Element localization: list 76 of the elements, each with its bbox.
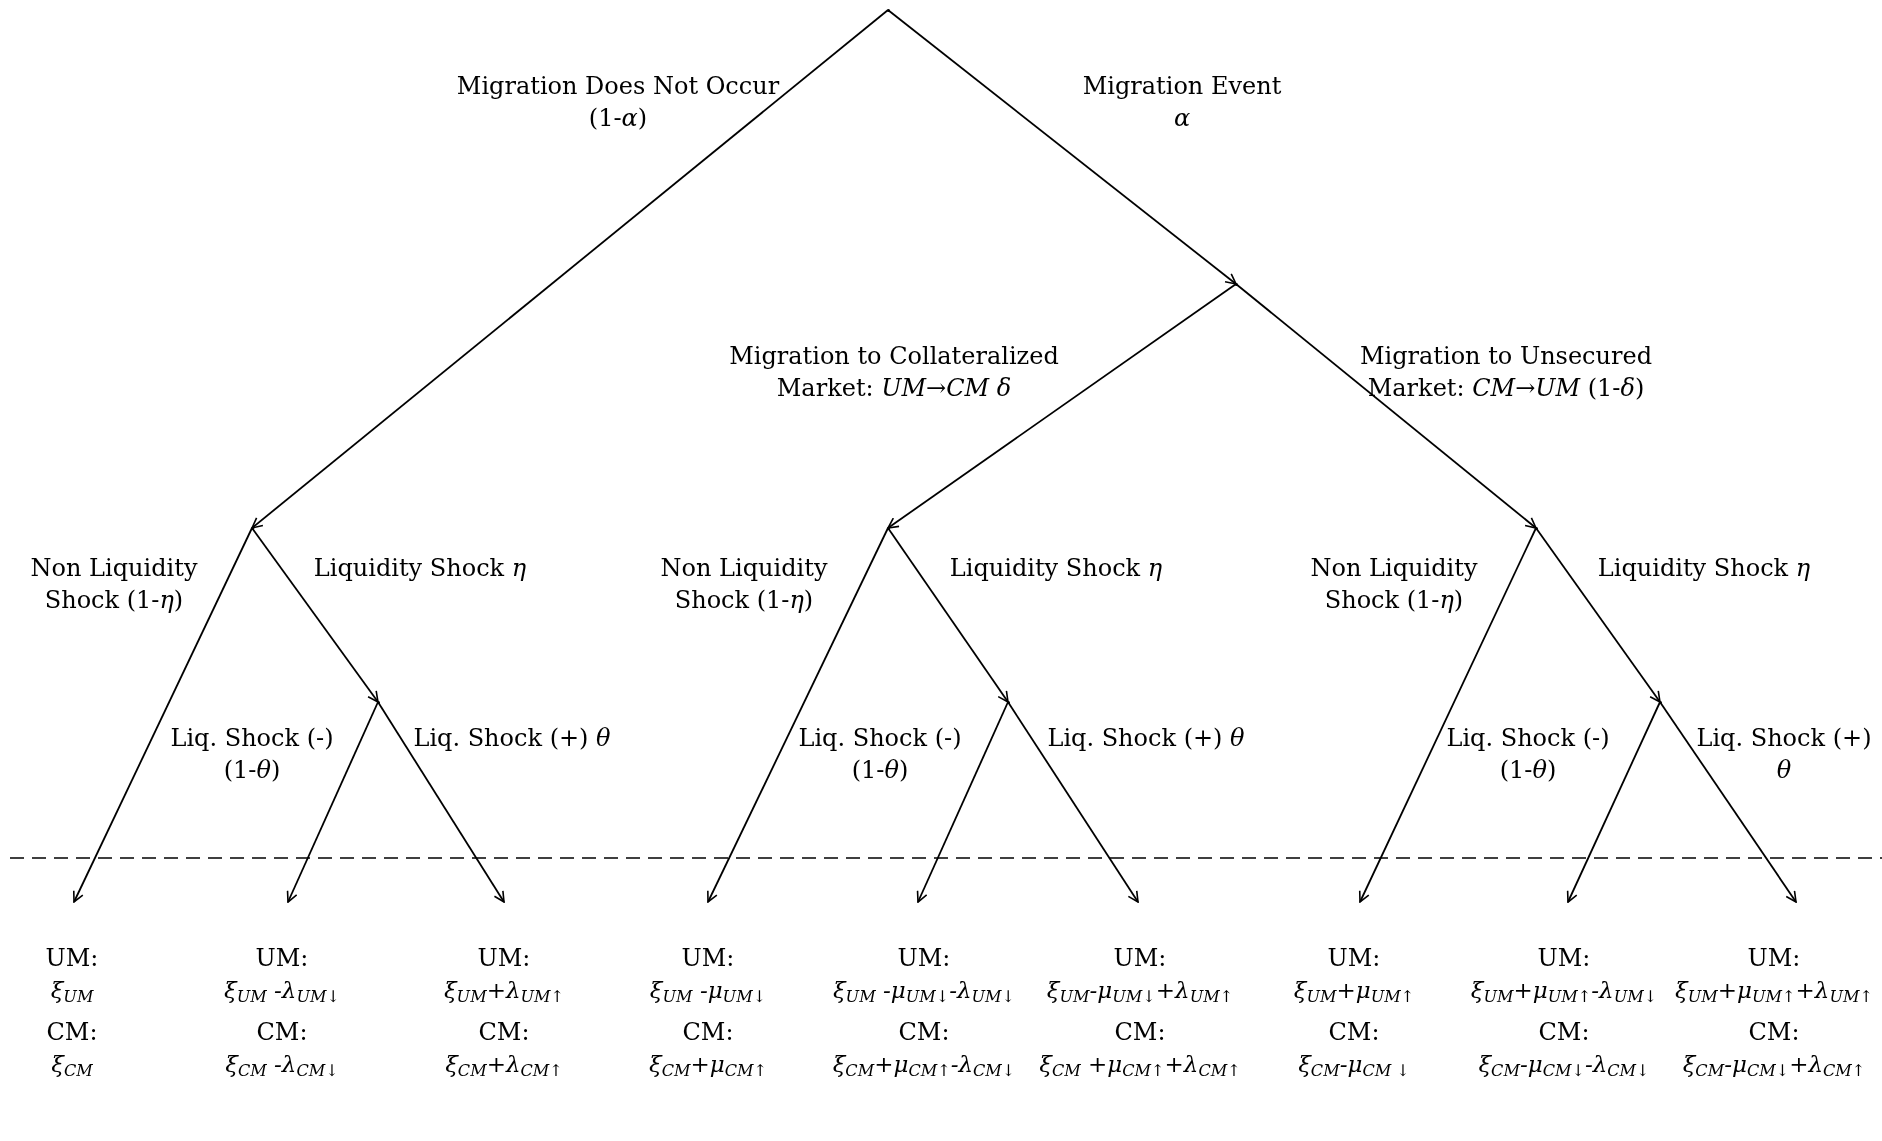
edge-label: Liquidity Shock η [312, 553, 528, 584]
arrow [73, 527, 253, 903]
edge-label: Non Liquidity Shock (1-η) [29, 553, 199, 616]
payoff-formula: ξ$_{UM}$+μ$_{UM↑}$+λ$_{UM↑}$ [1675, 976, 1873, 1006]
branch-point [376, 700, 380, 704]
edge-label: Liquidity Shock η [948, 553, 1164, 584]
payoff-formula: ξ$_{UM}$+μ$_{UM↑}$ [1293, 976, 1415, 1006]
branch-point [1006, 700, 1010, 704]
edge-label: Migration Does Not Occur (1-α) [455, 71, 781, 134]
branch-point [250, 526, 254, 530]
payoff-formula: ξ$_{CM}$ -λ$_{CM↓}$ [225, 1050, 339, 1080]
arrow [251, 527, 379, 703]
payoff-formula: ξ$_{UM}$ -μ$_{UM↓}$-λ$_{UM↓}$ [832, 976, 1016, 1006]
market-label: CM: [682, 1017, 734, 1048]
arrow [1007, 701, 1139, 903]
arrow [1358, 527, 1537, 903]
arrow [251, 9, 889, 529]
payoff-formula: ξ$_{UM}$ -μ$_{UM↓}$ [649, 976, 767, 1006]
branch-point [1234, 282, 1238, 286]
branch-point [1534, 526, 1538, 530]
edge-label: Liq. Shock (-) (1-θ) [1445, 723, 1611, 786]
payoff-formula: ξ$_{CM}$-μ$_{CM↓}$-λ$_{CM↓}$ [1478, 1050, 1650, 1080]
payoff-formula: ξ$_{CM}$-μ$_{CM ↓}$ [1298, 1050, 1410, 1080]
payoff-formula: ξ$_{UM}$ -λ$_{UM↓}$ [224, 976, 340, 1006]
edge-label: Non Liquidity Shock (1-η) [659, 553, 829, 616]
edge-label: Liq. Shock (+) θ [1046, 723, 1246, 754]
payoff-formula: ξ$_{UM}$+λ$_{UM↑}$ [443, 976, 565, 1006]
arrow [887, 527, 1009, 703]
arrow [1535, 527, 1661, 703]
arrow [1659, 701, 1797, 903]
market-label: CM: [46, 1017, 98, 1048]
arrow [916, 701, 1009, 903]
market-label: UM: [681, 943, 735, 974]
arrow [707, 527, 889, 903]
payoff-formula: ξ$_{CM}$+μ$_{CM↑}$ [649, 1050, 767, 1080]
payoff-formula: ξ$_{CM}$+λ$_{CM↑}$ [445, 1050, 563, 1080]
edge-label: Liq. Shock (+) θ [412, 723, 612, 754]
payoff-formula: ξ$_{CM}$+μ$_{CM↑}$-λ$_{CM↓}$ [832, 1050, 1016, 1080]
market-label: UM: [897, 943, 951, 974]
market-label: CM: [256, 1017, 308, 1048]
edge-label: Liq. Shock (-) (1-θ) [797, 723, 963, 786]
branch-point [886, 526, 890, 530]
market-label: CM: [1538, 1017, 1590, 1048]
branch-point [886, 8, 890, 12]
payoff-formula: ξ$_{UM}$+μ$_{UM↑}$-λ$_{UM↓}$ [1470, 976, 1658, 1006]
market-label: CM: [898, 1017, 950, 1048]
market-label: UM: [45, 943, 99, 974]
payoff-formula: ξ$_{CM}$-μ$_{CM↓}$+λ$_{CM↑}$ [1682, 1050, 1866, 1080]
arrow [286, 701, 379, 903]
market-label: UM: [255, 943, 309, 974]
edge-label: Migration to Collateralized Market: UM→CM δ [728, 341, 1060, 404]
payoff-formula: ξ$_{UM}$ [50, 976, 94, 1006]
payoff-formula: ξ$_{CM}$ [51, 1050, 93, 1080]
arrow [377, 701, 505, 903]
market-label: CM: [1328, 1017, 1380, 1048]
arrow [887, 9, 1237, 285]
arrow [1566, 701, 1661, 903]
market-label: UM: [477, 943, 531, 974]
market-label: UM: [1113, 943, 1167, 974]
arrow [887, 283, 1237, 529]
edge-label: Non Liquidity Shock (1-η) [1309, 553, 1479, 616]
market-label: CM: [1748, 1017, 1800, 1048]
edge-label: Migration Event α [1081, 71, 1283, 134]
payoff-formula: ξ$_{CM}$ +μ$_{CM↑}$+λ$_{CM↑}$ [1039, 1050, 1241, 1080]
edge-label: Liq. Shock (+) θ [1695, 723, 1873, 786]
edge-label: Migration to Unsecured Market: CM→UM (1-δ) [1358, 341, 1654, 404]
market-label: UM: [1537, 943, 1591, 974]
edge-label: Liq. Shock (-) (1-θ) [169, 723, 335, 786]
arrow [1235, 283, 1537, 529]
market-label: CM: [478, 1017, 530, 1048]
market-label: CM: [1114, 1017, 1166, 1048]
branch-point [1658, 700, 1662, 704]
payoff-formula: ξ$_{UM}$-μ$_{UM↓}$+λ$_{UM↑}$ [1046, 976, 1234, 1006]
market-label: UM: [1327, 943, 1381, 974]
edge-label: Liquidity Shock η [1596, 553, 1812, 584]
market-label: UM: [1747, 943, 1801, 974]
